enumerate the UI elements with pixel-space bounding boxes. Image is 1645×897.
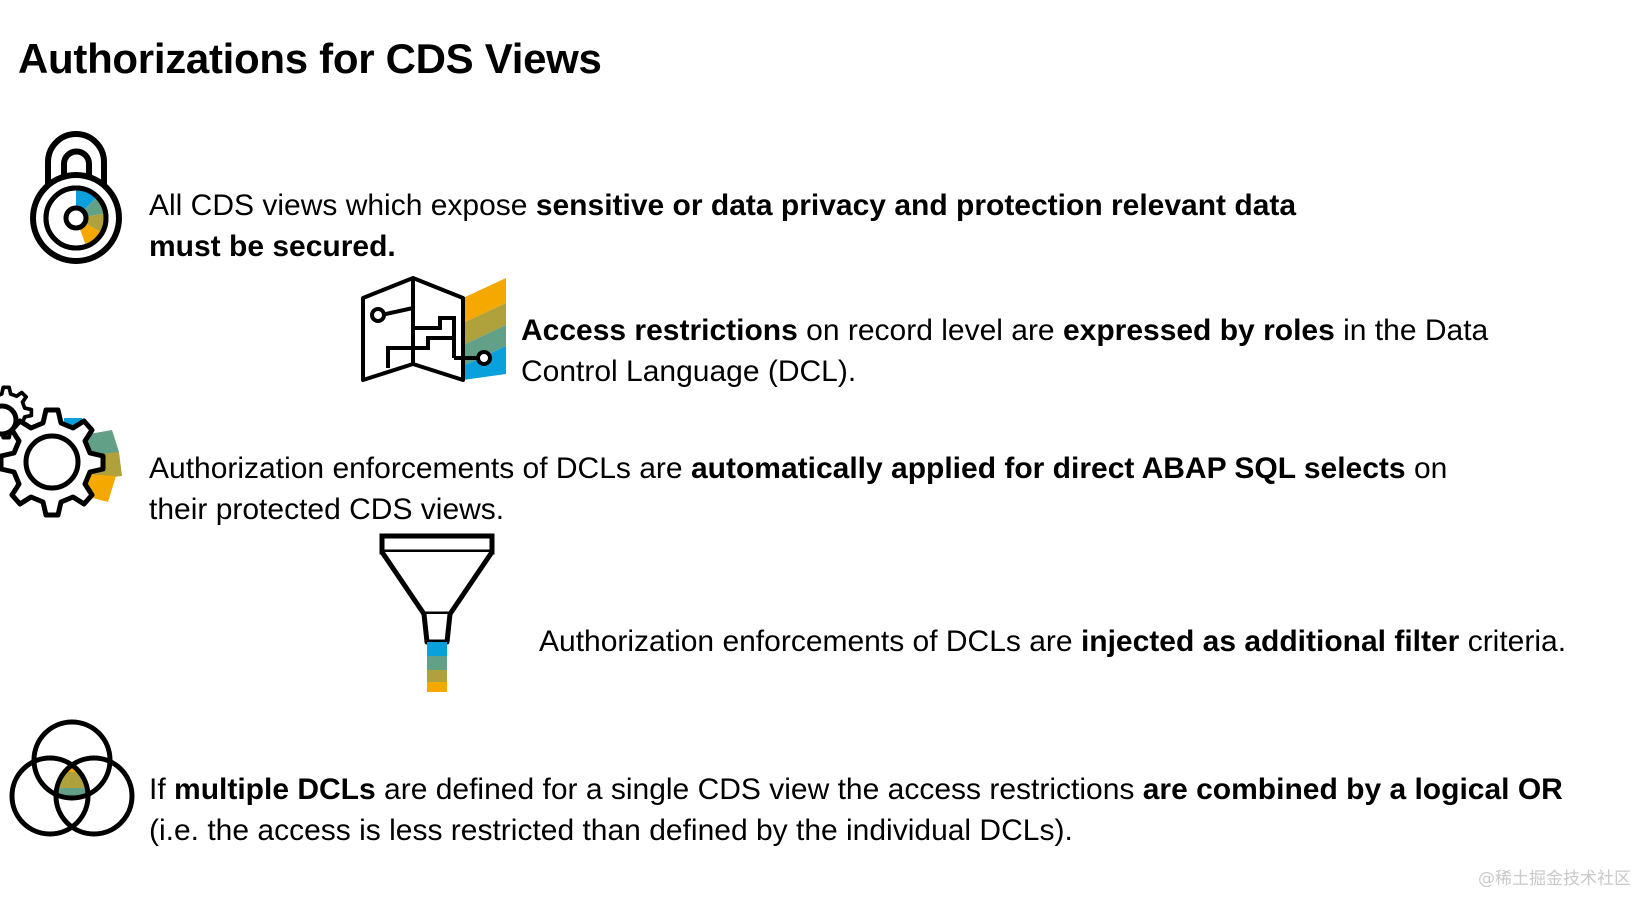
bullet-text-venn: If multiple DCLs are defined for a singl… <box>149 769 1599 851</box>
bullet-venn-segment-2: are defined for a single CDS view the ac… <box>375 773 1143 806</box>
watermark: @稀土掘金技术社区 <box>1478 869 1631 889</box>
bullet-venn-segment-3: are combined by a logical OR <box>1142 773 1563 806</box>
bullet-text-lock: All CDS views which expose sensitive or … <box>149 185 1299 267</box>
bullet-map-segment-2: expressed by roles <box>1062 314 1335 347</box>
bullet-map-segment-0: Access restrictions <box>521 314 798 347</box>
bullet-row-gear: Authorization enforcements of DCLs are a… <box>149 418 1449 560</box>
bullet-lock-segment-0: All CDS views which expose <box>149 189 536 222</box>
bullet-venn-segment-1: multiple DCLs <box>174 773 376 806</box>
bullet-text-gear: Authorization enforcements of DCLs are a… <box>149 448 1449 530</box>
bullet-row-funnel: Authorization enforcements of DCLs are i… <box>539 591 1569 692</box>
bullet-row-lock: All CDS views which expose sensitive or … <box>149 155 1299 297</box>
folded-map-icon <box>358 272 510 382</box>
bullet-map-segment-3: in the Data Control Language (DCL). <box>521 314 1489 388</box>
bullet-gear-segment-2: on their protected CDS views. <box>149 452 1448 526</box>
bullet-text-map: Access restrictions on record level are … <box>521 310 1581 392</box>
bullet-row-map: Access restrictions on record level are … <box>521 280 1581 422</box>
bullet-lock-segment-1: sensitive or data privacy and protection… <box>149 189 1297 263</box>
bullet-map-segment-1: on record level are <box>797 314 1063 347</box>
funnel-icon <box>376 532 498 692</box>
bullet-funnel-segment-0: Authorization enforcements of DCLs are <box>539 625 1081 658</box>
bullet-gear-segment-0: Authorization enforcements of DCLs are <box>149 452 691 485</box>
venn-diagram-icon <box>8 712 136 840</box>
bullet-gear-segment-1: automatically applied for direct ABAP SQ… <box>690 452 1406 485</box>
gears-icon <box>0 385 126 518</box>
bullet-venn-segment-0: If <box>149 773 175 806</box>
bullet-venn-segment-4: (i.e. the access is less restricted than… <box>149 814 1073 847</box>
bullet-row-venn: If multiple DCLs are defined for a singl… <box>149 739 1599 881</box>
page-title: Authorizations for CDS Views <box>18 35 602 83</box>
bullet-funnel-segment-1: injected as additional filter <box>1080 625 1460 658</box>
open-padlock-icon <box>14 118 138 264</box>
bullet-funnel-segment-2: criteria. <box>1459 625 1567 658</box>
bullet-text-funnel: Authorization enforcements of DCLs are i… <box>539 621 1566 662</box>
